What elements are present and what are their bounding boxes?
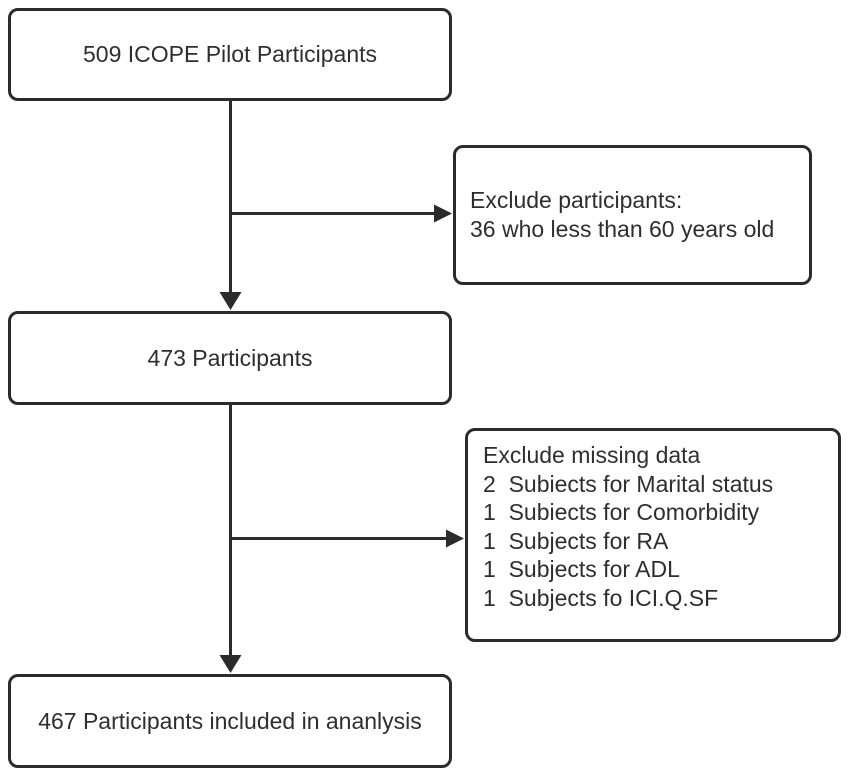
node-pilot-participants: 509 ICOPE Pilot Participants <box>8 8 452 101</box>
node-exclude-missing-data: Exclude missing data 2 Subiects for Mari… <box>465 428 841 642</box>
exclude-missing-line: 1 Subiects for Comorbidity <box>483 499 760 525</box>
node-pilot-participants-label: 509 ICOPE Pilot Participants <box>82 41 378 67</box>
arrowhead-right-exclude-missing-icon <box>446 529 464 548</box>
node-included-in-analysis-label: 467 Participants included in ananlysis <box>38 707 422 734</box>
exclude-missing-line: Exclude missing data <box>483 442 701 468</box>
exclude-missing-line: 2 Subiects for Marital status <box>483 470 774 497</box>
node-473-participants: 473 Participants <box>8 311 452 405</box>
exclude-missing-line: 1 Subjects for RA <box>483 527 669 554</box>
arrowhead-down-middle-icon <box>219 292 242 310</box>
arrowhead-right-exclude-age-icon <box>434 204 452 223</box>
node-473-participants-label: 473 Participants <box>147 344 313 371</box>
arrowhead-down-bottom-icon <box>219 655 242 673</box>
exclude-missing-line: 1 Subjects fo ICI.Q.SF <box>483 584 719 611</box>
exclude-age-line: 36 who less than 60 years old <box>470 216 775 242</box>
exclude-missing-line: 1 Subjects for ADL <box>483 556 680 582</box>
node-included-in-analysis: 467 Participants included in ananlysis <box>8 674 452 768</box>
node-exclude-age: Exclude participants: 36 who less than 6… <box>453 145 812 285</box>
exclude-age-line: Exclude participants: <box>470 187 683 213</box>
